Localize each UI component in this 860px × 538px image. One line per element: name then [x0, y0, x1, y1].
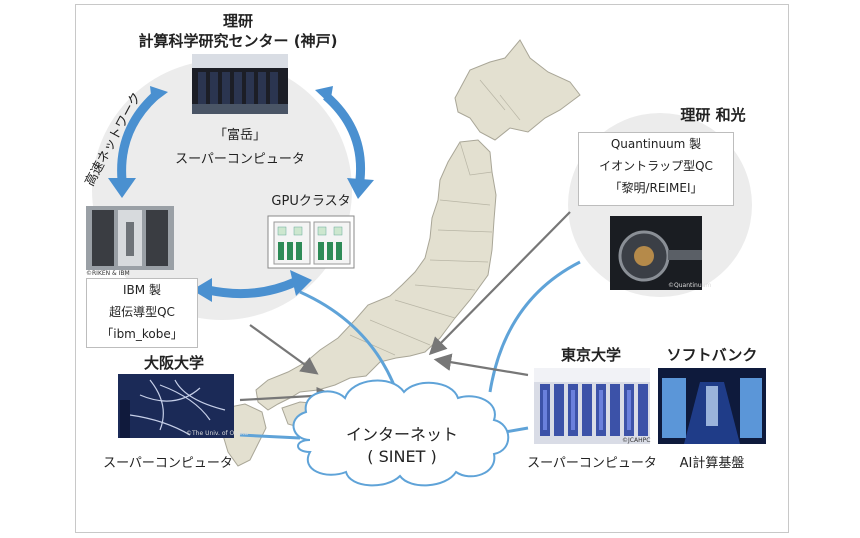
tokyo-credit: ©JCAHPC — [622, 437, 651, 444]
quantinuum-credit: ©Quantinuum — [668, 282, 712, 289]
ibm-line2: 超伝導型QC — [109, 305, 175, 319]
arrow-kobe-to-map — [249, 324, 319, 375]
map-honshu — [255, 139, 497, 411]
fugaku-photo — [192, 54, 288, 114]
osaka-title: 大阪大学 — [143, 354, 205, 372]
ibm-credit: ©RIKEN & IBM — [86, 270, 130, 277]
ibm-line1: IBM 製 — [123, 283, 161, 297]
ibm-qc-photo — [86, 206, 174, 270]
internet-label: インターネット ( SINET ) — [346, 424, 458, 468]
osaka-photo — [118, 374, 234, 438]
fugaku-label: 「富岳」 — [213, 128, 267, 143]
internet-cloud — [292, 379, 510, 487]
osaka-credit: ©The Univ. of Osaka — [186, 430, 249, 437]
ibm-qc-box: IBM 製 超伝導型QC 「ibm_kobe」 — [86, 278, 198, 348]
gpu-cluster-icon — [267, 215, 355, 269]
gpu-cluster-label: GPUクラスタ — [271, 194, 351, 209]
wako-line3: 「黎明/REIMEI」 — [609, 181, 703, 195]
wako-line1: Quantinuum 製 — [610, 137, 702, 151]
riken-wako-title: 理研 和光 — [680, 106, 746, 124]
quantinuum-photo — [610, 216, 702, 290]
tokyo-photo — [534, 368, 650, 444]
softbank-photo — [658, 368, 766, 444]
wako-line2: イオントラップ型QC — [599, 159, 713, 173]
internet-line2: ( SINET ) — [367, 447, 437, 466]
arrow-ibm-gpu — [192, 278, 212, 302]
riken-kobe-title-line1: 理研 — [222, 12, 254, 30]
map-hokkaido — [454, 39, 581, 141]
arrow-wako-to-map — [428, 211, 571, 356]
riken-kobe-title-line2: 計算科学研究センター (神戸) — [138, 32, 338, 50]
tokyo-label: スーパーコンピュータ — [527, 456, 657, 471]
tokyo-title: 東京大学 — [560, 346, 622, 364]
fugaku-sub-label: スーパーコンピュータ — [175, 152, 305, 167]
softbank-label: AI計算基盤 — [679, 456, 745, 471]
line-wako-internet — [488, 260, 581, 393]
line-tokyo-internet — [504, 426, 529, 434]
softbank-title: ソフトバンク — [666, 346, 758, 364]
ibm-line3: 「ibm_kobe」 — [101, 327, 183, 341]
line-osaka-internet — [239, 433, 301, 440]
internet-line1: インターネット — [345, 425, 459, 444]
arrow-tokyo-to-map — [433, 353, 529, 377]
osaka-label: スーパーコンピュータ — [103, 456, 233, 471]
quantinuum-box: Quantinuum 製 イオントラップ型QC 「黎明/REIMEI」 — [578, 132, 734, 206]
blue-cycle-arrows — [108, 86, 374, 302]
